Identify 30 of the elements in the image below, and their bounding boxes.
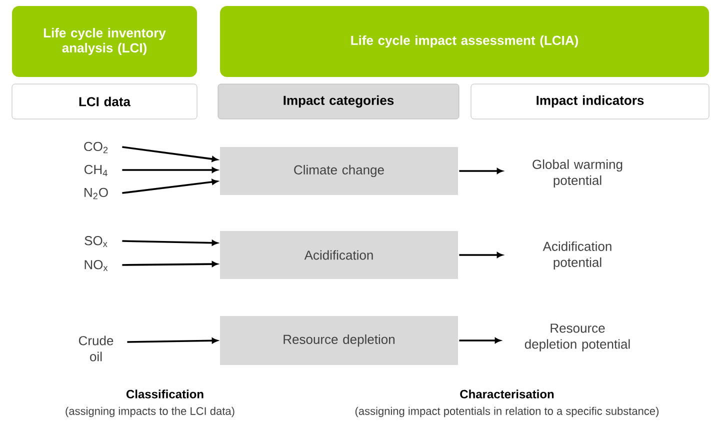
category-box: Climate change bbox=[220, 147, 458, 195]
arrow bbox=[122, 167, 218, 173]
phase-header: Life cycle impact assessment (LCIA) bbox=[220, 6, 709, 77]
substance-label: SO$_{x}$ bbox=[84, 236, 108, 247]
step-label: Classification bbox=[126, 390, 204, 398]
indicator-label: Acidification potential bbox=[542, 241, 612, 270]
arrow bbox=[459, 338, 501, 344]
indicator-label: Global warming potential bbox=[532, 159, 622, 188]
step-label: Characterisation bbox=[460, 390, 554, 398]
arrow bbox=[122, 179, 218, 194]
arrow bbox=[127, 338, 218, 344]
indicator-label: Resource depletion potential bbox=[524, 324, 630, 352]
step-description: (assigning impact potentials in relation to a specific substance) bbox=[355, 406, 659, 418]
substance-label: CH$_{4}$ bbox=[84, 164, 108, 176]
step-description: (assigning impacts to the LCI data) bbox=[66, 406, 234, 418]
arrow bbox=[122, 240, 218, 246]
arrow bbox=[459, 168, 503, 174]
column-tab: Impact categories bbox=[218, 84, 460, 120]
substance-label: NO$_{x}$ bbox=[84, 260, 108, 271]
substance-label: N$_{2}$O bbox=[84, 188, 108, 200]
column-tab: LCI data bbox=[12, 84, 198, 120]
column-tab: Impact indicators bbox=[470, 84, 710, 120]
category-box: Resource depletion bbox=[220, 316, 458, 365]
arrow bbox=[122, 261, 218, 267]
arrow bbox=[122, 146, 218, 162]
substance-label: Crude oil bbox=[78, 336, 114, 362]
category-box: Acidification bbox=[220, 231, 458, 279]
arrow bbox=[459, 252, 503, 258]
substance-label: CO$_{2}$ bbox=[84, 142, 108, 154]
phase-header: Life cycle inventory analysis (LCI) bbox=[12, 6, 197, 77]
